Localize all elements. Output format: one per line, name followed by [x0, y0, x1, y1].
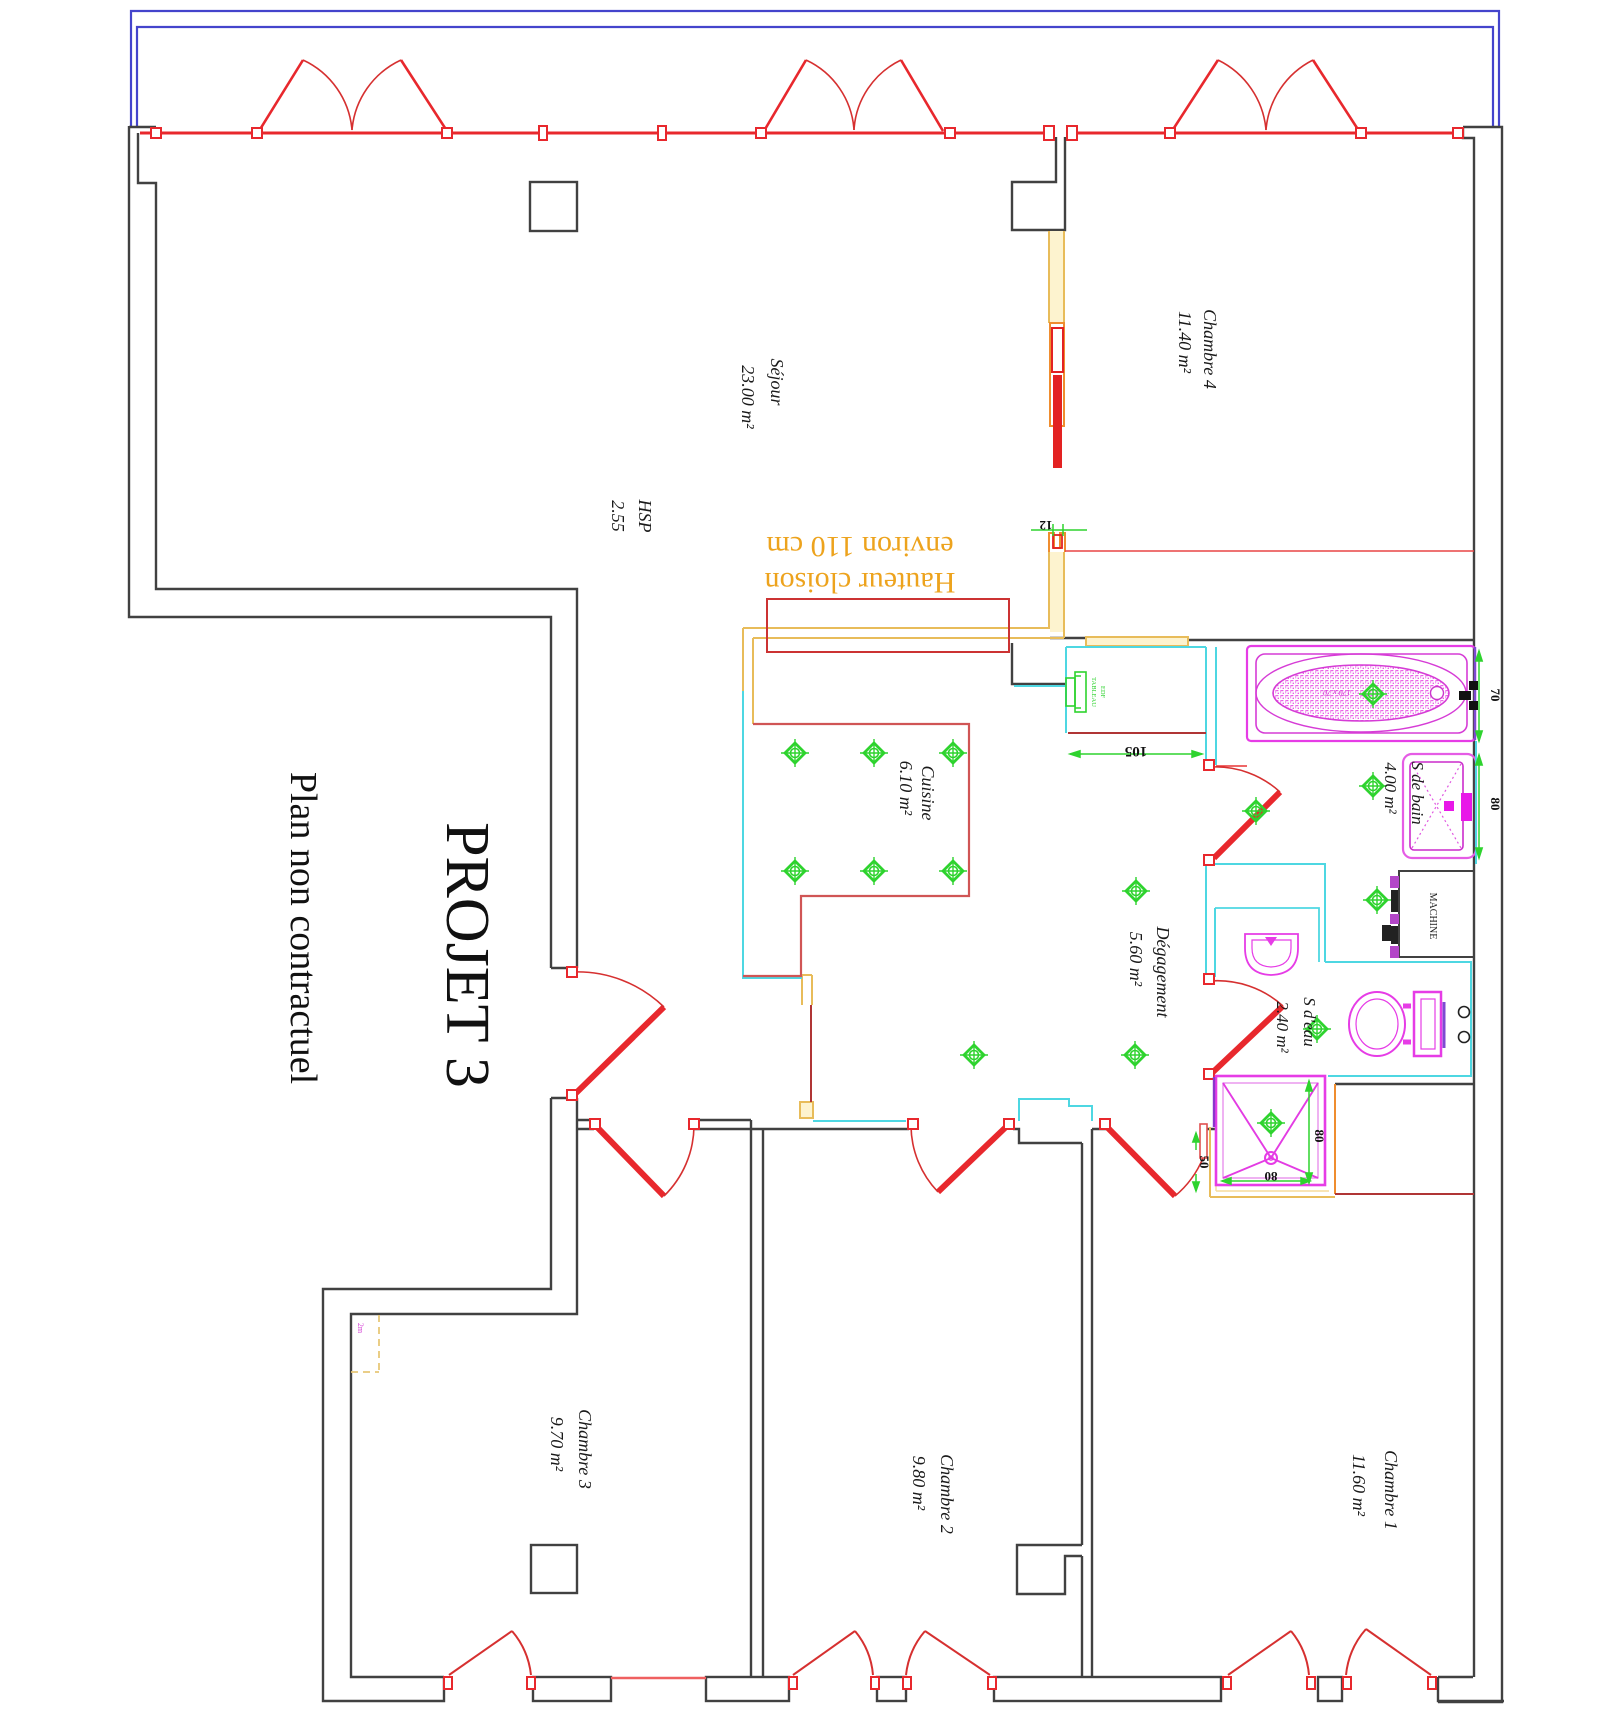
svg-text:11.60 m²: 11.60 m² — [1349, 1454, 1369, 1517]
svg-text:5.60 m²: 5.60 m² — [1126, 932, 1146, 987]
svg-text:Séjour: Séjour — [767, 359, 787, 407]
svg-text:Hauteur cloison: Hauteur cloison — [765, 566, 956, 599]
svg-text:HSP: HSP — [635, 499, 655, 533]
svg-text:11.40 m²: 11.40 m² — [1175, 311, 1195, 374]
svg-text:23.00 m²: 23.00 m² — [738, 365, 758, 429]
svg-text:TABLEAU: TABLEAU — [1090, 677, 1097, 707]
svg-text:80: 80 — [1488, 798, 1503, 811]
svg-text:Chambre 4: Chambre 4 — [1200, 309, 1220, 389]
svg-text:2.55: 2.55 — [608, 500, 628, 532]
svg-text:EDF: EDF — [1099, 686, 1106, 699]
svg-text:environ 110 cm: environ 110 cm — [766, 530, 953, 563]
svg-text:80: 80 — [1265, 1169, 1278, 1184]
svg-text:9.70 m²: 9.70 m² — [547, 1417, 567, 1472]
svg-text:2m: 2m — [356, 1323, 365, 1334]
svg-text:Dégagement: Dégagement — [1153, 926, 1173, 1019]
svg-text:80: 80 — [1312, 1130, 1327, 1143]
svg-text:Chambre 3: Chambre 3 — [575, 1409, 595, 1489]
svg-text:105: 105 — [1125, 743, 1148, 759]
svg-text:Chambre 2: Chambre 2 — [937, 1454, 957, 1534]
svg-text:170 x 70: 170 x 70 — [1323, 688, 1351, 697]
svg-text:S de bain: S de bain — [1408, 761, 1427, 824]
svg-text:2.40 m²: 2.40 m² — [1273, 1001, 1292, 1053]
svg-text:MACHINE: MACHINE — [1427, 893, 1438, 940]
svg-text:Plan non contractuel: Plan non contractuel — [282, 772, 324, 1084]
svg-text:6.10 m²: 6.10 m² — [896, 761, 916, 816]
svg-text:9.80 m²: 9.80 m² — [909, 1456, 929, 1511]
svg-text:12: 12 — [1040, 518, 1053, 533]
svg-text:S d'eau: S d'eau — [1300, 997, 1319, 1046]
svg-text:Cuisine: Cuisine — [918, 765, 938, 820]
svg-text:4.00 m²: 4.00 m² — [1381, 762, 1400, 814]
svg-text:PROJET 3: PROJET 3 — [433, 822, 501, 1088]
svg-text:Chambre 1: Chambre 1 — [1381, 1450, 1401, 1530]
svg-text:70: 70 — [1488, 689, 1503, 702]
svg-text:50: 50 — [1197, 1156, 1212, 1169]
